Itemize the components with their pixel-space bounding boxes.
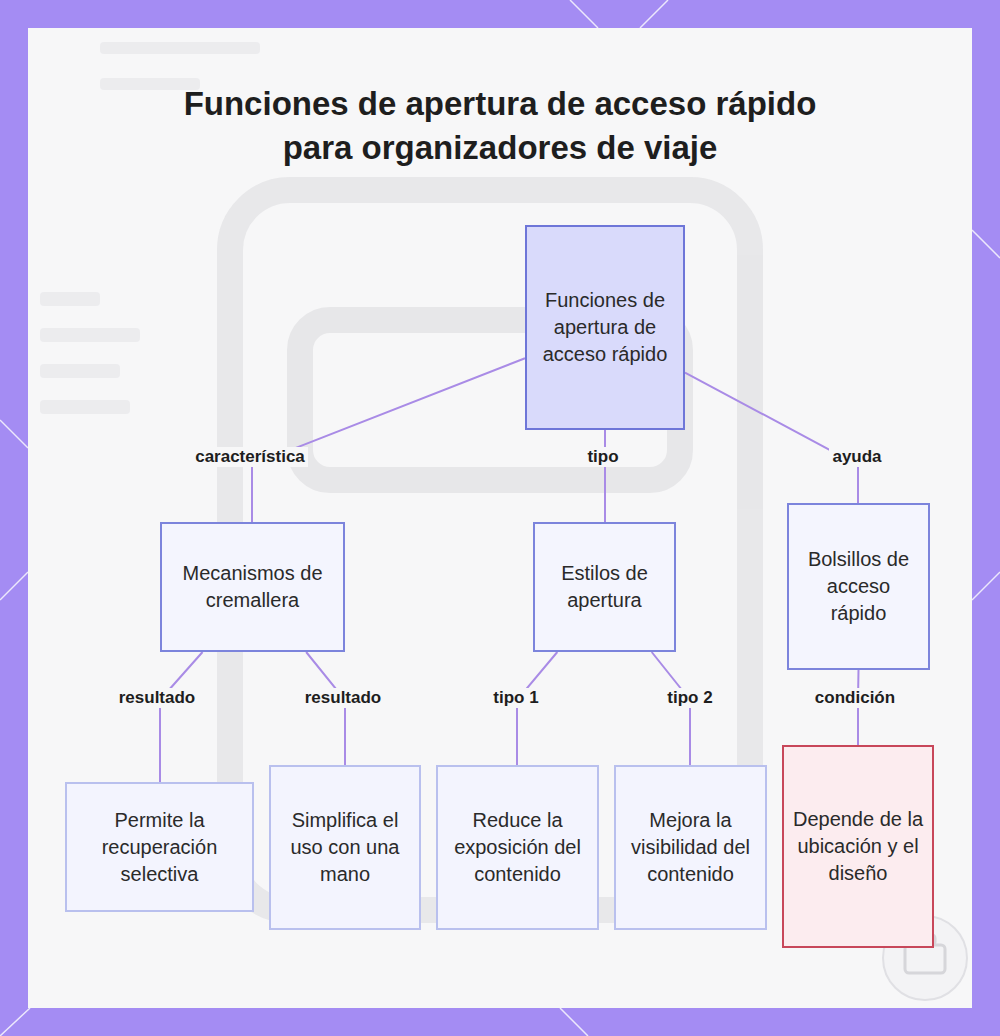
node-label: Mejora la visibilidad del contenido [624,807,757,888]
result-box: Mejora la visibilidad del contenido [614,765,767,930]
result-box: Reduce la exposición del contenido [436,765,599,930]
result-box: Simplifica el uso con una mano [269,765,421,930]
category-box: Bolsillos de acceso rápido [787,503,930,670]
connector [685,373,858,503]
connector [652,652,690,765]
connector [160,652,203,782]
edge-label: condición [812,688,898,708]
edge-label: característica [192,447,308,467]
edge-label: ayuda [829,447,884,467]
white-panel [28,28,972,1008]
node-label: Bolsillos de acceso rápido [797,546,920,627]
node-label: Estilos de apertura [543,560,666,614]
result-box: Permite la recuperación selectiva [65,782,254,912]
root-box: Funciones de apertura de acceso rápido [525,225,685,430]
connector [252,358,525,522]
edge-label: resultado [302,688,385,708]
category-box: Estilos de apertura [533,522,676,652]
category-box: Mecanismos de cremallera [160,522,345,652]
connector [306,652,345,765]
node-label: Funciones de apertura de acceso rápido [535,287,675,368]
node-label: Mecanismos de cremallera [170,560,335,614]
edge-label: tipo 2 [664,688,715,708]
node-label: Depende de la ubicación y el diseño [792,806,924,887]
connector [517,652,557,765]
node-label: Reduce la exposición del contenido [446,807,589,888]
edge-label: tipo [584,447,621,467]
edge-label: resultado [116,688,199,708]
node-label: Simplifica el uso con una mano [279,807,411,888]
diagram-title: Funciones de apertura de acceso rápido p… [150,82,850,170]
condition-box: Depende de la ubicación y el diseño [782,745,934,948]
connector [604,430,606,522]
edge-label: tipo 1 [490,688,541,708]
node-label: Permite la recuperación selectiva [75,807,244,888]
